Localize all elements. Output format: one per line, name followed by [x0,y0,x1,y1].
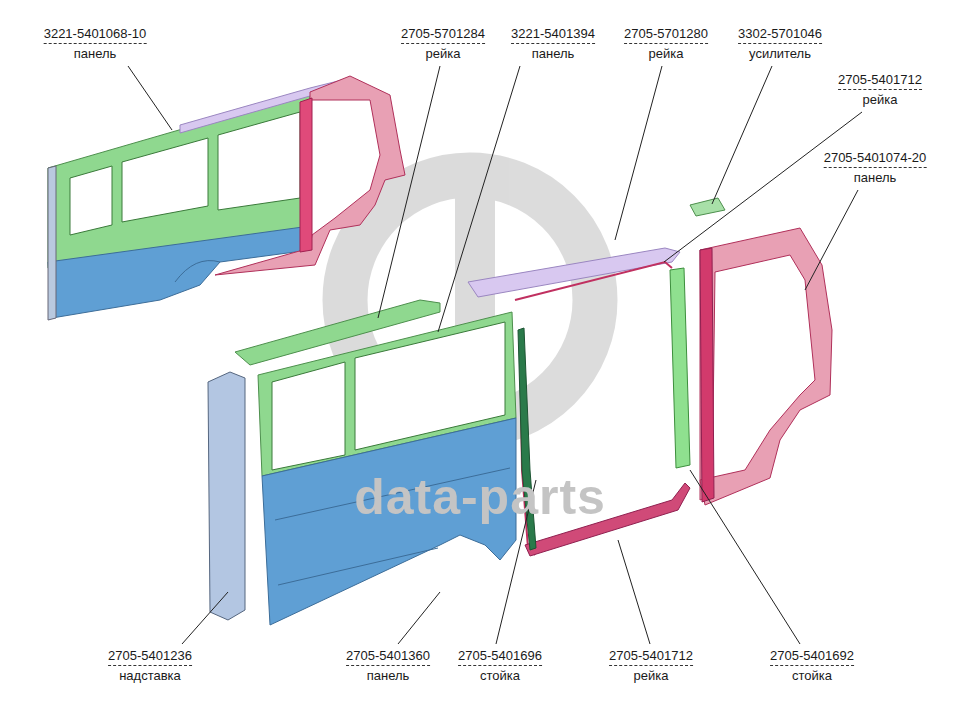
part-name: усилитель [749,46,811,62]
part-number: 2705-5401712 [838,72,922,90]
part-name: рейка [426,46,461,62]
part-name: надставка [119,668,181,684]
rear-frame [700,228,832,505]
part-name: стойка [792,668,832,684]
part-name: панель [367,668,410,684]
leader-lines [128,66,862,644]
part-number: 2705-5401712 [609,648,693,666]
part-number: 2705-5401074-20 [824,150,927,168]
part-number: 2705-5701280 [624,26,708,44]
part-number: 2705-5701284 [401,26,485,44]
part-name: рейка [649,46,684,62]
part-number: 2705-5401236 [108,648,192,666]
part-name: панель [854,170,897,186]
part-name: рейка [863,92,898,108]
part-number: 2705-5401360 [346,648,430,666]
part-number: 3221-5401394 [511,26,595,44]
part-name: панель [74,46,117,62]
part-name: рейка [634,668,669,684]
part-number: 2705-5401696 [458,648,542,666]
watermark: data-parts [354,468,606,526]
upper-rail [468,248,680,297]
part-number: 2705-5401692 [770,648,854,666]
green-pillar [670,268,690,468]
part-name: стойка [480,668,520,684]
part-number: 3221-5401068-10 [44,26,147,44]
assembled-side [48,76,405,320]
pillar-extension [208,372,245,620]
part-number: 3302-5701046 [738,26,822,44]
part-name: панель [532,46,575,62]
reinforcement [690,198,725,216]
